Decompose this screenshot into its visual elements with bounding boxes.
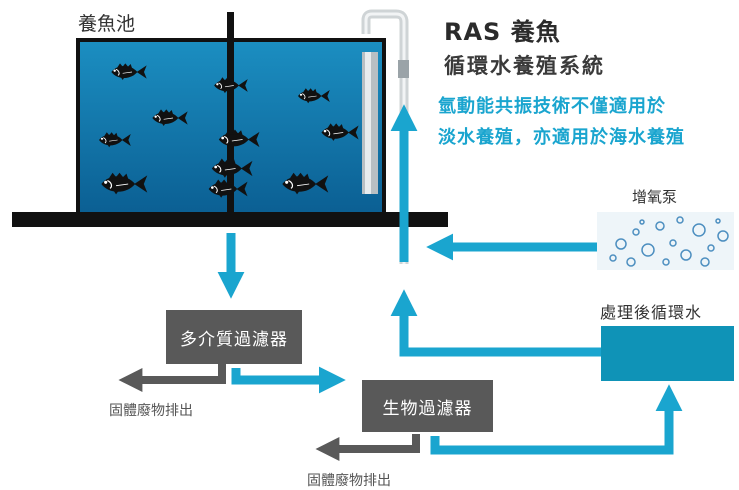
bio-filter-box: 生物過濾器	[362, 380, 493, 432]
highlight-line-1: 氫動能共振技術不僅適用於	[438, 96, 666, 117]
multi-media-filter-box: 多介質過濾器	[166, 310, 302, 364]
highlight-line-2: 淡水養殖，亦適用於海水養殖	[438, 127, 685, 148]
to-bio-filter-arrow	[231, 366, 346, 394]
waste-label-2: 固體廢物排出	[307, 473, 391, 489]
title-line-2: 循環水養殖系統	[444, 54, 605, 78]
treated-return-arrow	[390, 289, 601, 357]
waste-arrow-1	[118, 364, 226, 392]
oxygen-pump-label: 增氧泵	[632, 188, 678, 206]
tank-label: 養魚池	[78, 13, 136, 35]
bio-to-treated-arrow	[430, 384, 683, 455]
bubbles-icon	[597, 212, 734, 270]
pipe-icon	[361, 9, 409, 264]
bio-filter-label: 生物過濾器	[382, 398, 473, 419]
multi-media-filter-label: 多介質過濾器	[180, 329, 288, 350]
gray-waste-arrows	[118, 364, 420, 461]
return-water-label: 處理後循環水	[600, 303, 703, 322]
tank-wall-right	[382, 38, 386, 216]
return-water-box	[601, 326, 734, 381]
tank-platform	[12, 212, 448, 227]
blue-flow-arrows	[217, 104, 683, 455]
waste-label-1: 固體廢物排出	[109, 403, 193, 419]
center-pole	[227, 12, 234, 226]
waste-arrow-2	[315, 434, 420, 461]
tank-wall-left	[76, 38, 80, 216]
title-line-1: RAS 養魚	[444, 18, 561, 46]
